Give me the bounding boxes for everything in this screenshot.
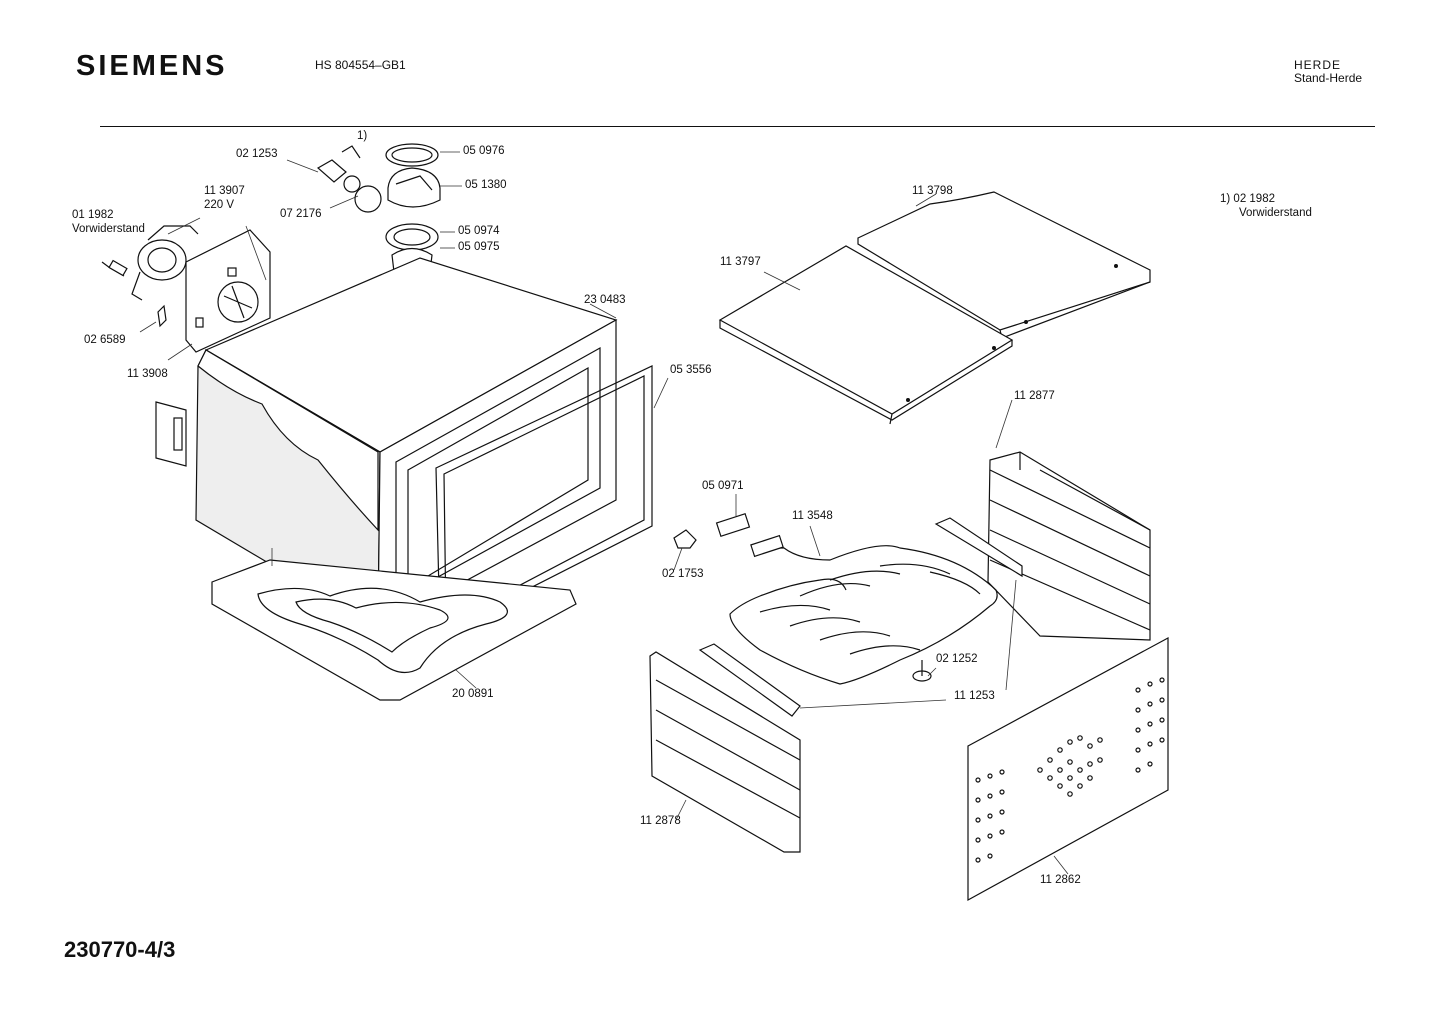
label-230483: 23 0483: [584, 294, 626, 306]
label-050974: 05 0974: [458, 225, 500, 237]
label-072176: 07 2176: [280, 208, 322, 220]
label-021753: 02 1753: [662, 568, 704, 580]
label-113797: 11 3797: [720, 256, 761, 268]
label-050975: 05 0975: [458, 241, 500, 253]
header-divider: [100, 126, 1375, 127]
label-112877: 11 2877: [1014, 390, 1055, 402]
footnote-description: Vorwiderstand: [1239, 207, 1312, 219]
fan-motor-assembly: [101, 217, 271, 361]
label-051380: 05 1380: [465, 179, 507, 191]
model-number: HS 804554–GB1: [315, 58, 406, 72]
label-026589: 02 6589: [84, 334, 126, 346]
label-113907: 11 3907: [204, 185, 245, 197]
footnote-part: 1) 02 1982: [1220, 193, 1275, 205]
left-side-rack: [649, 643, 801, 853]
label-vorwiderstand: Vorwiderstand: [72, 223, 145, 235]
label-111253: 11 1253: [954, 690, 995, 702]
label-050971: 05 0971: [702, 480, 744, 492]
label-112862: 11 2862: [1040, 874, 1081, 886]
back-panel: [967, 636, 1169, 902]
label-113798: 11 3798: [912, 185, 953, 197]
top-panels: [718, 191, 1151, 425]
label-113548: 11 3548: [792, 510, 833, 522]
label-050976: 05 0976: [463, 145, 505, 157]
label-021252: 02 1252: [936, 653, 978, 665]
grill-heating-element: [673, 512, 1023, 685]
label-113908: 11 3908: [127, 368, 168, 380]
leader-lines: [455, 193, 1069, 875]
label-112878: 11 2878: [640, 815, 681, 827]
bottom-heating-plate: [211, 548, 577, 701]
brand-logo: SIEMENS: [76, 50, 228, 82]
figure-number: 230770-4/3: [64, 937, 176, 962]
category-subtitle: Stand-Herde: [1294, 71, 1363, 85]
label-220v: 220 V: [204, 199, 235, 211]
label-021253: 02 1253: [236, 148, 278, 160]
label-200891: 20 0891: [452, 688, 494, 700]
label-053556: 05 3556: [670, 364, 712, 376]
category-title: HERDE: [1294, 58, 1342, 72]
label-011982: 01 1982: [72, 209, 114, 221]
right-side-rack: [987, 451, 1151, 641]
label-footnote-ref: 1): [357, 130, 368, 142]
